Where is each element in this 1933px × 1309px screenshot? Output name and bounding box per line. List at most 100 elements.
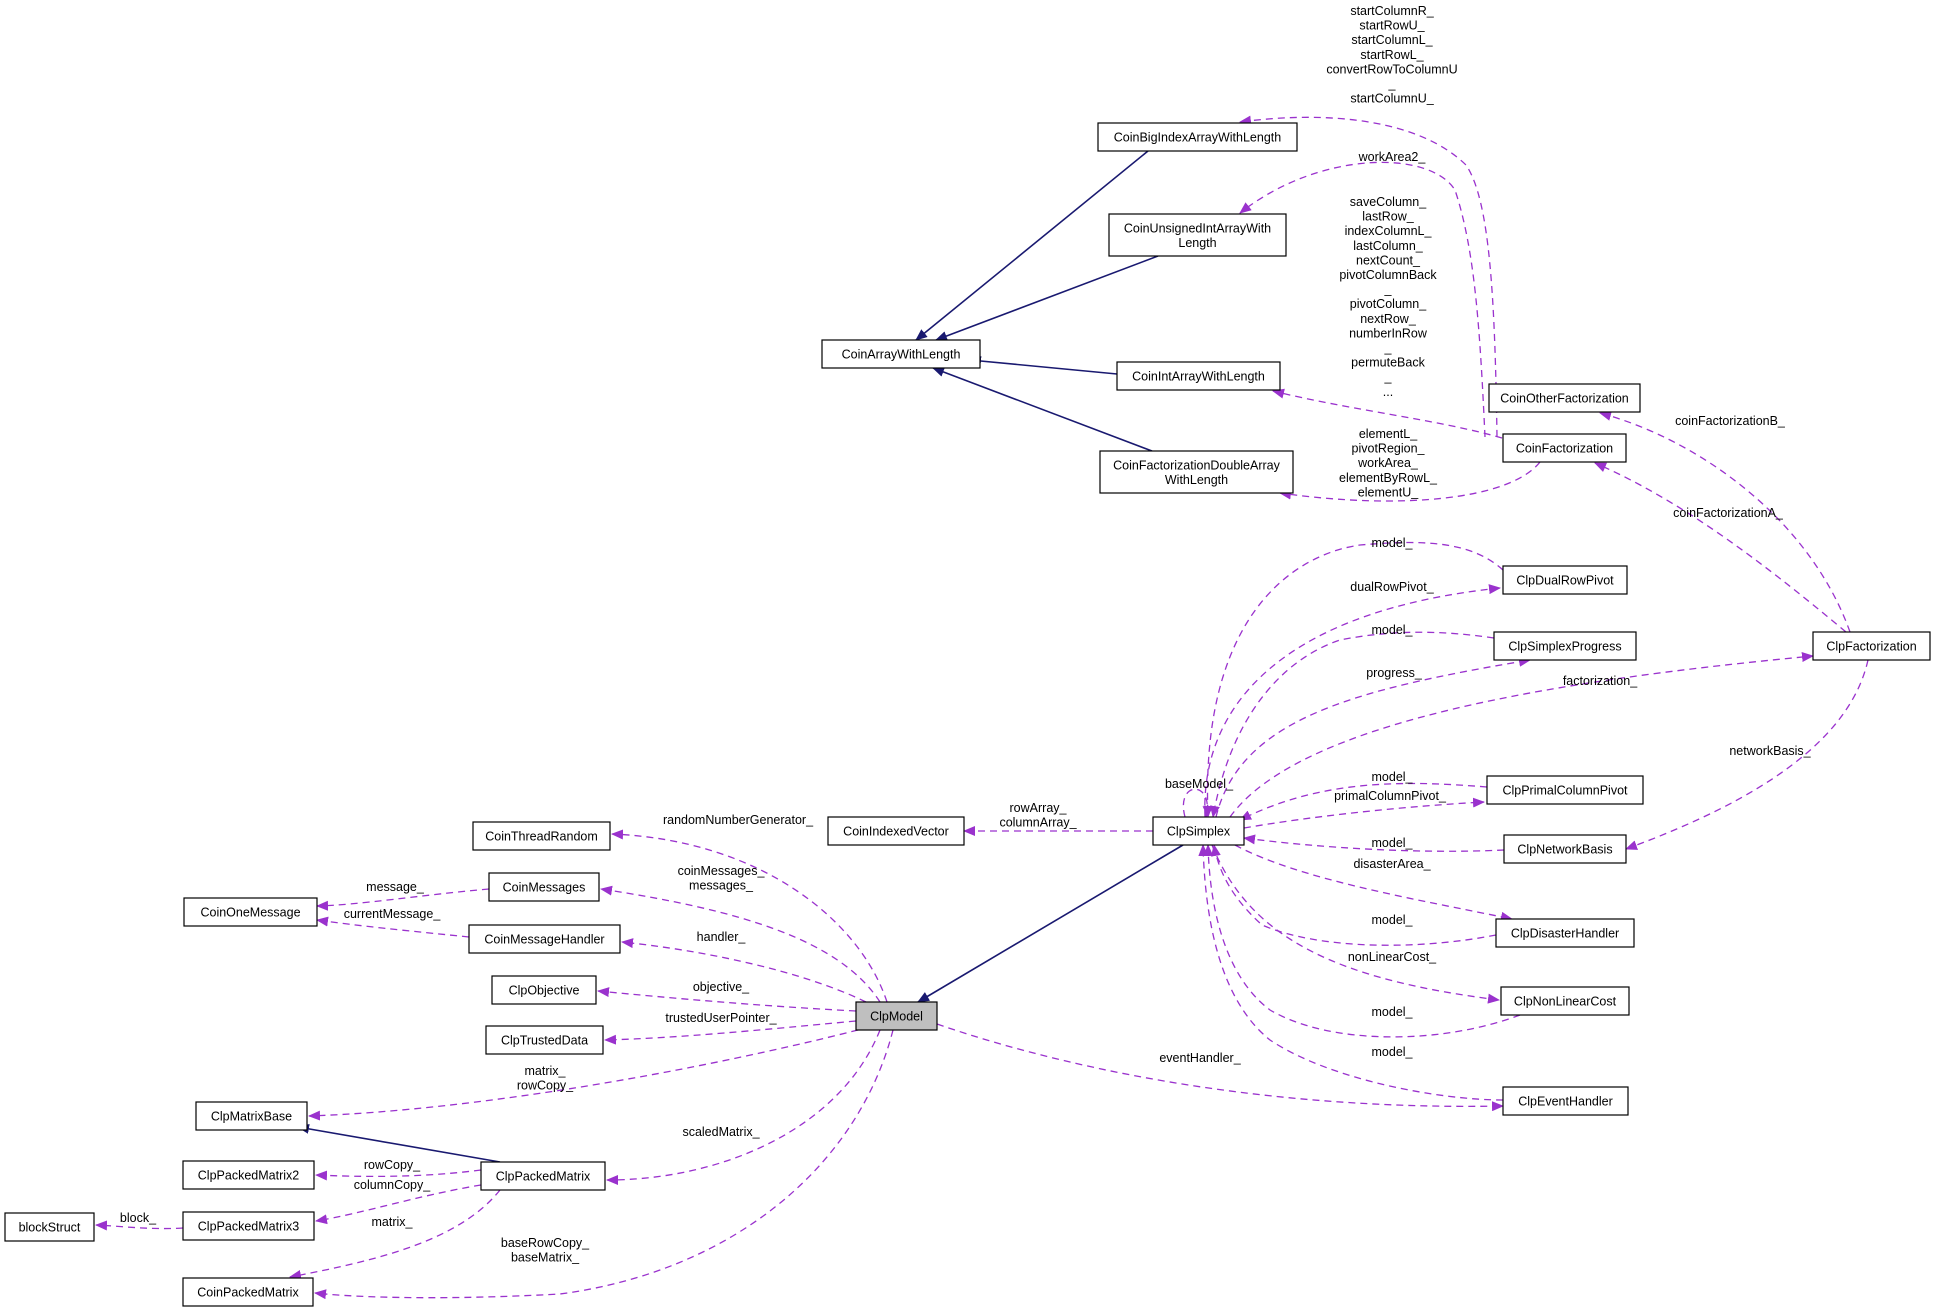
node-label: CoinPackedMatrix — [197, 1286, 299, 1300]
node-clp-network-basis[interactable]: ClpNetworkBasis — [1503, 834, 1627, 864]
edge-label-line: nonLinearCost_ — [1348, 950, 1437, 964]
edge-label-line: elementByRowL_ — [1339, 471, 1438, 485]
edge-label-dualmodel: model_ — [1372, 536, 1414, 550]
edge-label-line: objective_ — [693, 980, 750, 994]
node-clp-simplex[interactable]: ClpSimplex — [1152, 816, 1245, 846]
edges-layer — [95, 115, 1869, 1300]
usage-edge-clp-primal-column-pivot-to-clp-simplex — [1239, 782, 1488, 821]
edge-label-line: model_ — [1372, 836, 1414, 850]
node-coin-messages[interactable]: CoinMessages — [488, 872, 600, 902]
usage-edge-clp-factorization-to-coin-factorization — [1594, 462, 1847, 633]
node-coin-other-factorization[interactable]: CoinOtherFactorization — [1488, 383, 1641, 413]
usage-edge-clp-simplex-progress-to-clp-simplex — [1209, 631, 1495, 818]
edge-label-factorization: factorization_ — [1563, 674, 1638, 688]
edge-label-line: handler_ — [697, 930, 747, 944]
node-coin-big-index-array-with-length[interactable]: CoinBigIndexArrayWithLength — [1097, 122, 1298, 152]
node-label: ClpTrustedData — [501, 1034, 588, 1048]
edge-label-line: model_ — [1372, 1005, 1414, 1019]
edge-label-disaster-area: disasterArea_ — [1353, 857, 1431, 871]
node-box — [472, 821, 611, 851]
node-label: CoinFactorization — [1516, 442, 1613, 456]
node-label: ClpNonLinearCost — [1514, 995, 1617, 1009]
node-box — [821, 339, 981, 369]
node-coin-thread-random[interactable]: CoinThreadRandom — [472, 821, 611, 851]
node-box — [1500, 986, 1630, 1016]
node-label: CoinFactorizationDoubleArray — [1113, 459, 1280, 473]
edge-label-line: coinFactorizationA_ — [1673, 506, 1784, 520]
node-clp-packed-matrix3[interactable]: ClpPackedMatrix3 — [182, 1211, 315, 1241]
node-box — [183, 897, 318, 927]
edge-label-line: baseMatrix_ — [511, 1251, 580, 1265]
edge-label-line: startColumnL_ — [1351, 33, 1433, 47]
node-box — [827, 816, 965, 846]
node-label: blockStruct — [19, 1221, 81, 1235]
node-label: ClpPackedMatrix2 — [198, 1169, 299, 1183]
node-box — [182, 1211, 315, 1241]
node-coin-packed-matrix[interactable]: CoinPackedMatrix — [182, 1277, 314, 1307]
node-label: ClpNetworkBasis — [1517, 843, 1612, 857]
node-block-struct[interactable]: blockStruct — [4, 1212, 95, 1242]
node-clp-objective[interactable]: ClpObjective — [491, 975, 597, 1005]
edge-label-line: elementL_ — [1359, 427, 1418, 441]
edge-label-line: pivotColumn_ — [1350, 297, 1427, 311]
node-label: CoinThreadRandom — [485, 830, 598, 844]
edge-label-current-message: currentMessage_ — [344, 907, 442, 921]
node-coin-one-message[interactable]: CoinOneMessage — [183, 897, 318, 927]
node-label: CoinOneMessage — [200, 906, 300, 920]
usage-edge-clp-model-to-clp-matrix-base — [308, 1029, 859, 1121]
nodes-layer: CoinBigIndexArrayWithLengthCoinUnsignedI… — [4, 122, 1931, 1307]
usage-edge-clp-packed-matrix-to-coin-packed-matrix — [289, 1189, 501, 1280]
node-coin-factorization[interactable]: CoinFactorization — [1502, 433, 1627, 463]
node-coin-array-with-length[interactable]: CoinArrayWithLength — [821, 339, 981, 369]
node-clp-matrix-base[interactable]: ClpMatrixBase — [195, 1101, 308, 1131]
usage-edge-clp-model-to-clp-event-handler — [936, 1023, 1504, 1112]
node-clp-dual-row-pivot[interactable]: ClpDualRowPivot — [1502, 565, 1628, 595]
edge-label-line: numberInRow — [1349, 326, 1428, 340]
node-label: ClpDisasterHandler — [1511, 927, 1619, 941]
edge-label-line: lastRow_ — [1362, 210, 1414, 224]
usage-edge-clp-simplex-to-clp-simplex — [1182, 788, 1214, 818]
node-clp-packed-matrix[interactable]: ClpPackedMatrix — [480, 1161, 606, 1191]
usage-edge-coin-factorization-to-coin-big-index-array-with-length — [1239, 115, 1498, 438]
node-clp-simplex-progress[interactable]: ClpSimplexProgress — [1493, 631, 1637, 661]
node-label: ClpPackedMatrix3 — [198, 1220, 299, 1234]
usage-edge-coin-message-handler-to-coin-one-message — [316, 916, 470, 938]
node-clp-trusted-data[interactable]: ClpTrustedData — [485, 1025, 604, 1055]
edge-label-base-row-copy: baseRowCopy_baseMatrix_ — [501, 1236, 590, 1265]
edge-label-line: baseModel_ — [1165, 777, 1234, 791]
edge-label-coin-messages: coinMessages_messages_ — [678, 864, 766, 893]
edge-label-line: factorization_ — [1563, 674, 1638, 688]
node-clp-event-handler[interactable]: ClpEventHandler — [1502, 1086, 1629, 1116]
node-clp-primal-column-pivot[interactable]: ClpPrimalColumnPivot — [1486, 775, 1644, 805]
edge-label-line: startRowL_ — [1360, 48, 1424, 62]
node-clp-model[interactable]: ClpModel — [855, 1001, 938, 1031]
usage-edge-clp-simplex-to-clp-factorization — [1229, 652, 1814, 818]
node-box — [1493, 631, 1637, 661]
edge-label-primalmodel: model_ — [1372, 770, 1414, 784]
node-clp-packed-matrix2[interactable]: ClpPackedMatrix2 — [182, 1160, 315, 1190]
node-box — [1502, 433, 1627, 463]
edge-label-objective: objective_ — [693, 980, 750, 994]
edge-label-line: permuteBack — [1351, 356, 1425, 370]
usage-edge-clp-non-linear-cost-to-clp-simplex — [1203, 844, 1521, 1038]
node-clp-disaster-handler[interactable]: ClpDisasterHandler — [1495, 918, 1635, 948]
edge-label-line: _ — [1384, 283, 1393, 297]
node-label: CoinBigIndexArrayWithLength — [1114, 131, 1281, 145]
usage-edge-clp-simplex-to-clp-dual-row-pivot — [1204, 584, 1501, 818]
node-box — [1097, 122, 1298, 152]
node-label: ClpPackedMatrix — [496, 1170, 591, 1184]
node-coin-message-handler[interactable]: CoinMessageHandler — [468, 924, 621, 954]
edge-label-progressmodel: model_ — [1372, 623, 1414, 637]
node-clp-non-linear-cost[interactable]: ClpNonLinearCost — [1500, 986, 1630, 1016]
edge-label-column-copy: columnCopy_ — [354, 1178, 431, 1192]
node-coin-indexed-vector[interactable]: CoinIndexedVector — [827, 816, 965, 846]
edge-label-line: message_ — [366, 880, 425, 894]
edge-label-line: pivotRegion_ — [1352, 442, 1426, 456]
node-box — [1488, 383, 1641, 413]
usage-edge-clp-simplex-to-clp-simplex-progress — [1215, 656, 1531, 818]
node-clp-factorization[interactable]: ClpFactorization — [1812, 631, 1931, 661]
inheritance-edge-coin-unsigned-int-array-with-length-to-coin-array-with-length — [935, 255, 1159, 341]
node-coin-int-array-with-length[interactable]: CoinIntArrayWithLength — [1116, 361, 1281, 391]
